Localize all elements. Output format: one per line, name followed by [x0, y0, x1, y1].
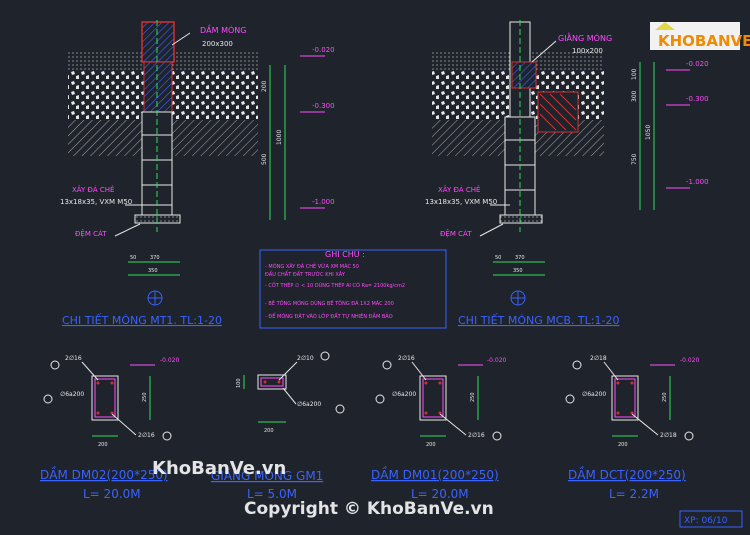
svg-text:2∅18: 2∅18: [590, 355, 607, 362]
svg-text:200: 200: [618, 442, 628, 448]
sheet-number: XP: 06/10: [679, 510, 743, 528]
svg-text:200: 200: [98, 442, 108, 448]
svg-text:200: 200: [264, 428, 274, 434]
notes-box: GHI CHÚ : - MÓNG XÂY ĐÁ CHẺ VỮA XM MÁC 5…: [259, 248, 447, 329]
beam-label: DẦM MÓNG: [200, 23, 246, 35]
svg-text:300: 300: [631, 90, 638, 102]
dim-200: 200: [261, 80, 268, 92]
svg-text:200: 200: [426, 442, 436, 448]
svg-text:XP: 06/10: XP: 06/10: [684, 516, 728, 526]
left-detail-title: CHI TIẾT MÓNG MT1. TL:1-20: [62, 313, 222, 327]
svg-text:-0.300: -0.300: [686, 95, 709, 103]
level-3: -1.000: [312, 198, 335, 206]
svg-text:250: 250: [470, 392, 476, 402]
section-gm1: 2∅10 ∅6a200 100 200 GIẰNG MÓNG GM1 L= 5.…: [211, 351, 345, 501]
svg-text:ĐẦU CHẤT ĐẤT TRƯỚC KHI XÂY: ĐẦU CHẤT ĐẤT TRƯỚC KHI XÂY: [265, 270, 346, 278]
section-title: GIẰNG MÓNG GM1: [211, 467, 323, 483]
wall-spec: 13x18x35, VXM M50: [425, 198, 497, 206]
right-foundation-detail: GIẰNG MÓNG 100x200 XÂY ĐÁ CHẺ 13x18x35, …: [425, 20, 709, 327]
svg-text:2∅10: 2∅10: [297, 355, 314, 362]
section-length: L= 20.0M: [83, 487, 141, 501]
watermark-top: KhoBanVe.vn: [152, 458, 286, 479]
section-length: L= 20.0M: [411, 487, 469, 501]
logo-text: KHOBANVE: [658, 32, 750, 50]
level-1: -0.020: [312, 46, 335, 54]
svg-text:∅6a200: ∅6a200: [392, 391, 416, 398]
svg-text:1050: 1050: [645, 125, 652, 140]
sand-label: ĐỆM CÁT: [440, 229, 472, 238]
svg-text:- ĐỂ MÓNG ĐẶT VÀO LỚP ĐẤT TỰ N: - ĐỂ MÓNG ĐẶT VÀO LỚP ĐẤT TỰ NHIÊN ĐẦM B…: [265, 312, 393, 320]
section-title: DẦM DM01(200*250): [371, 466, 499, 482]
svg-text:2∅16: 2∅16: [65, 355, 82, 362]
svg-text:-0.020: -0.020: [487, 357, 507, 364]
svg-text:-0.020: -0.020: [160, 357, 180, 364]
wall-spec: 13x18x35, VXM M50: [60, 198, 132, 206]
left-foundation-detail: DẦM MÓNG 200x300 XÂY ĐÁ CHẺ 13x18x35, VX…: [60, 20, 335, 327]
svg-text:2∅16: 2∅16: [398, 355, 415, 362]
right-detail-title: CHI TIẾT MÓNG MCB. TL:1-20: [458, 313, 619, 327]
svg-text:2∅16: 2∅16: [468, 432, 485, 439]
svg-text:- MÓNG XÂY ĐÁ CHẺ VỮA XM MÁC 5: - MÓNG XÂY ĐÁ CHẺ VỮA XM MÁC 50: [265, 262, 359, 270]
section-title: DẦM DM02(200*250): [40, 466, 168, 482]
beam-size: 100x200: [572, 47, 603, 55]
svg-text:250: 250: [142, 392, 148, 402]
wall-label: XÂY ĐÁ CHẺ: [72, 185, 114, 194]
section-dct: 2∅18 ∅6a200 2∅18 -0.020 250 200 DẦM DCT(…: [565, 355, 700, 501]
dim-500: 500: [261, 153, 268, 165]
svg-text:-0.020: -0.020: [680, 357, 700, 364]
svg-text:- CỐT THÉP ∅ < 10 DÙNG THÉP AI: - CỐT THÉP ∅ < 10 DÙNG THÉP AI CÓ Ra= 21…: [265, 281, 405, 289]
section-dm02: 2∅16 ∅6a200 2∅16 -0.020 250 200 DẦM DM02…: [40, 355, 180, 501]
notes-heading: GHI CHÚ :: [325, 248, 365, 259]
svg-text:350: 350: [513, 268, 523, 274]
svg-text:2∅16: 2∅16: [138, 432, 155, 439]
svg-text:∅6a200: ∅6a200: [60, 391, 84, 398]
watermark-bottom: Copyright © KhoBanVe.vn: [244, 499, 494, 519]
section-length: L= 2.2M: [609, 487, 659, 501]
svg-text:-0.020: -0.020: [686, 60, 709, 68]
house-icon: [655, 22, 675, 30]
beam-size: 200x300: [202, 40, 233, 48]
svg-text:100: 100: [236, 378, 242, 388]
svg-text:250: 250: [662, 392, 668, 402]
wall-label: XÂY ĐÁ CHẺ: [438, 185, 480, 194]
svg-text:370: 370: [150, 255, 160, 261]
svg-text:370: 370: [515, 255, 525, 261]
section-length: L= 5.0M: [247, 487, 297, 501]
svg-text:750: 750: [631, 153, 638, 165]
svg-text:∅6a200: ∅6a200: [582, 391, 606, 398]
section-dm01: 2∅16 ∅6a200 2∅16 -0.020 250 200 DẦM DM01…: [371, 355, 507, 501]
svg-text:50: 50: [495, 255, 501, 261]
sand-label: ĐỆM CÁT: [75, 229, 107, 238]
logo: KHOBANVE: [650, 22, 750, 50]
svg-text:∅6a200: ∅6a200: [297, 401, 321, 408]
dim-1000: 1000: [276, 130, 283, 145]
section-title: DẦM DCT(200*250): [568, 466, 686, 482]
beam-label: GIẰNG MÓNG: [558, 31, 612, 43]
svg-text:100: 100: [631, 68, 638, 80]
svg-text:-1.000: -1.000: [686, 178, 709, 186]
level-2: -0.300: [312, 102, 335, 110]
svg-text:50: 50: [130, 255, 136, 261]
svg-text:350: 350: [148, 268, 158, 274]
svg-text:- BÊ TÔNG MÓNG DÙNG BÊ TÔNG ĐÁ: - BÊ TÔNG MÓNG DÙNG BÊ TÔNG ĐÁ 1X2 MÁC 2…: [265, 299, 394, 307]
svg-text:2∅18: 2∅18: [660, 432, 677, 439]
